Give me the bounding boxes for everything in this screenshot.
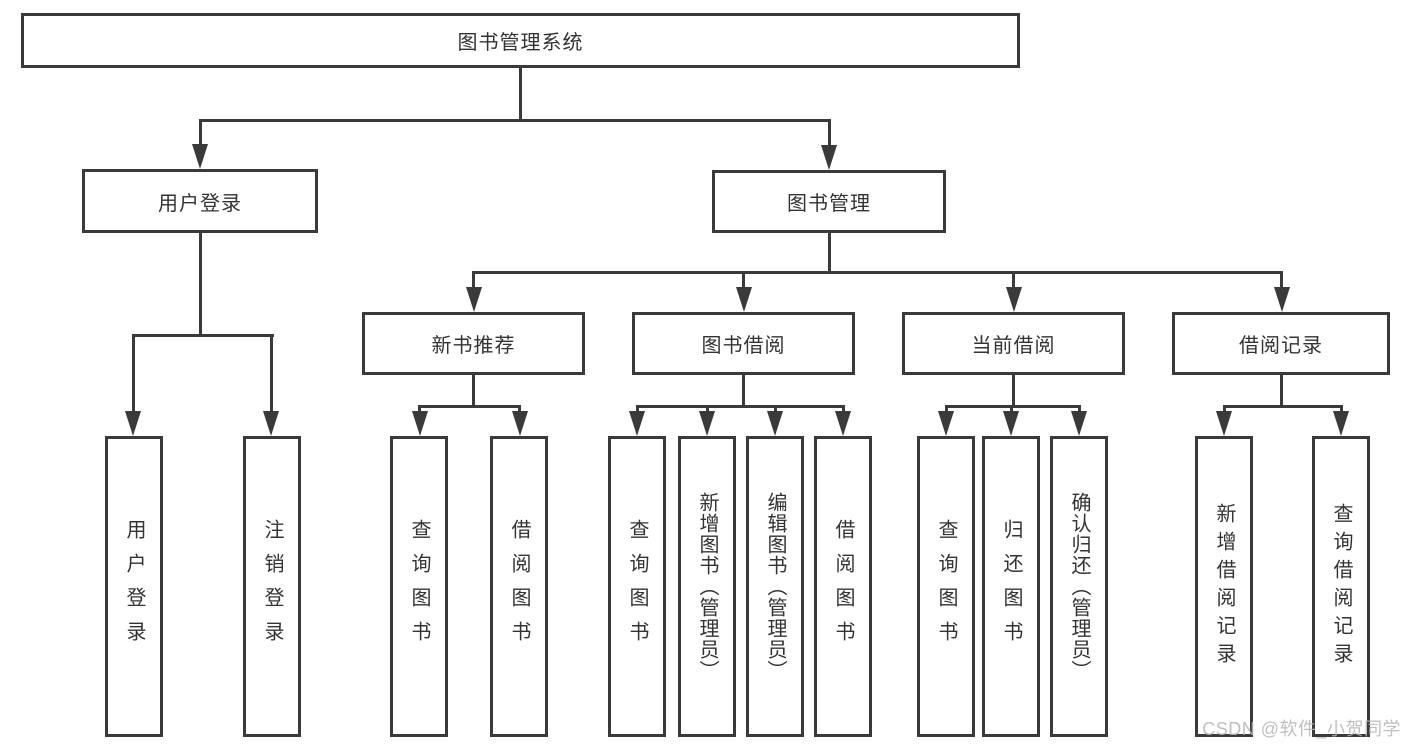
connector-drop-br-add <box>1223 405 1226 415</box>
leaf-query-books-1-label: 查询图书 <box>408 518 430 655</box>
leaf-confirm-return-admin-label: 确认归还（管理员） <box>1068 492 1090 681</box>
connector-drop-leaf-logout <box>270 334 273 416</box>
leaf-return-books-label: 归还图书 <box>1000 518 1022 655</box>
connector-drop-book-borrow <box>742 271 745 291</box>
leaf-logout-label: 注销登录 <box>261 518 283 655</box>
connector-br-stem <box>1280 375 1283 407</box>
arrowhead-bb-edit-icon <box>767 411 783 436</box>
connector-drop-br-query <box>1340 405 1343 415</box>
connector-cb-stem <box>1012 375 1015 407</box>
connector-br-rail <box>1223 405 1343 408</box>
leaf-borrow-books-2: 借阅图书 <box>814 436 872 737</box>
leaf-query-books-3-label: 查询图书 <box>935 518 957 655</box>
connector-drop-borrow-records <box>1280 271 1283 291</box>
connector-bb-stem <box>742 375 745 407</box>
arrowhead-bb-add-icon <box>699 411 715 436</box>
leaf-query-books-1: 查询图书 <box>390 436 448 737</box>
connector-user-login-stem <box>199 233 202 337</box>
leaf-add-books-admin-label: 新增图书（管理员） <box>696 492 718 681</box>
connector-drop-leaf-user-login <box>132 334 135 416</box>
leaf-edit-books-admin-label: 编辑图书（管理员） <box>764 492 786 681</box>
arrowhead-cb-confirm-icon <box>1071 411 1087 436</box>
leaf-query-books-2-label: 查询图书 <box>626 518 648 655</box>
arrowhead-leaf-user-login-icon <box>125 411 141 436</box>
node-library-management-system: 图书管理系统 <box>21 13 1020 68</box>
leaf-add-books-admin: 新增图书（管理员） <box>678 436 736 737</box>
connector-drop-nbr-borrow <box>518 405 521 415</box>
connector-nbr-stem <box>472 375 475 407</box>
node-borrowing-records: 借阅记录 <box>1172 312 1390 375</box>
arrowhead-cb-query-icon <box>938 411 954 436</box>
arrowhead-nbr-query-icon <box>412 411 428 436</box>
leaf-add-borrow-record-label: 新增借阅记录 <box>1213 502 1235 671</box>
arrowhead-bb-borrow-icon <box>835 411 851 436</box>
connector-book-mgmt-stem <box>828 233 831 274</box>
node-book-borrowing: 图书借阅 <box>632 312 855 375</box>
arrowhead-br-query-icon <box>1333 411 1349 436</box>
connector-bb-rail <box>636 405 845 408</box>
connector-drop-cb-confirm <box>1078 405 1081 415</box>
leaf-logout: 注销登录 <box>243 436 301 737</box>
arrowhead-new-book-rec-icon <box>466 287 482 312</box>
connector-drop-new-book-rec <box>472 271 475 291</box>
leaf-add-borrow-record: 新增借阅记录 <box>1195 436 1253 737</box>
connector-cb-rail <box>945 405 1081 408</box>
connector-drop-bb-query <box>636 405 639 415</box>
connector-drop-nbr-query <box>418 405 421 415</box>
connector-drop-bb-add <box>706 405 709 415</box>
connector-nbr-rail <box>418 405 521 408</box>
arrowhead-nbr-borrow-icon <box>512 411 528 436</box>
arrowhead-borrow-records-icon <box>1274 287 1290 312</box>
connector-user-login-rail <box>132 334 274 337</box>
arrowhead-current-borrow-icon <box>1006 287 1022 312</box>
arrowhead-book-mgmt-icon <box>821 145 837 170</box>
connector-drop-bb-borrow <box>842 405 845 415</box>
connector-level2-rail <box>199 119 831 122</box>
leaf-query-books-2: 查询图书 <box>608 436 666 737</box>
connector-drop-user-login <box>199 119 202 149</box>
arrowhead-cb-return-icon <box>1003 411 1019 436</box>
arrowhead-leaf-logout-icon <box>263 411 279 436</box>
connector-level3-rail <box>472 271 1283 274</box>
leaf-user-login-label: 用户登录 <box>123 518 145 655</box>
leaf-user-login: 用户登录 <box>105 436 163 737</box>
node-book-management: 图书管理 <box>712 170 946 233</box>
leaf-edit-books-admin: 编辑图书（管理员） <box>746 436 804 737</box>
node-current-borrowing: 当前借阅 <box>902 312 1125 375</box>
node-user-login: 用户登录 <box>82 169 318 233</box>
leaf-confirm-return-admin: 确认归还（管理员） <box>1050 436 1108 737</box>
leaf-query-books-3: 查询图书 <box>917 436 975 737</box>
csdn-watermark: CSDN @软件_小贺同学 <box>1202 719 1401 739</box>
connector-drop-cb-return <box>1010 405 1013 415</box>
leaf-borrow-books-1-label: 借阅图书 <box>508 518 530 655</box>
leaf-return-books: 归还图书 <box>982 436 1040 737</box>
node-new-book-recommend: 新书推荐 <box>362 312 585 375</box>
leaf-borrow-books-2-label: 借阅图书 <box>832 518 854 655</box>
arrowhead-br-add-icon <box>1216 411 1232 436</box>
connector-drop-cb-query <box>945 405 948 415</box>
arrowhead-book-borrow-icon <box>736 287 752 312</box>
connector-root-stem <box>519 68 522 122</box>
leaf-query-borrow-record: 查询借阅记录 <box>1312 436 1370 737</box>
connector-drop-bb-edit <box>774 405 777 415</box>
arrowhead-bb-query-icon <box>629 411 645 436</box>
connector-drop-current-borrow <box>1012 271 1015 291</box>
leaf-query-borrow-record-label: 查询借阅记录 <box>1330 502 1352 671</box>
connector-drop-book-mgmt <box>828 119 831 149</box>
leaf-borrow-books-1: 借阅图书 <box>490 436 548 737</box>
arrowhead-user-login-icon <box>192 144 208 169</box>
